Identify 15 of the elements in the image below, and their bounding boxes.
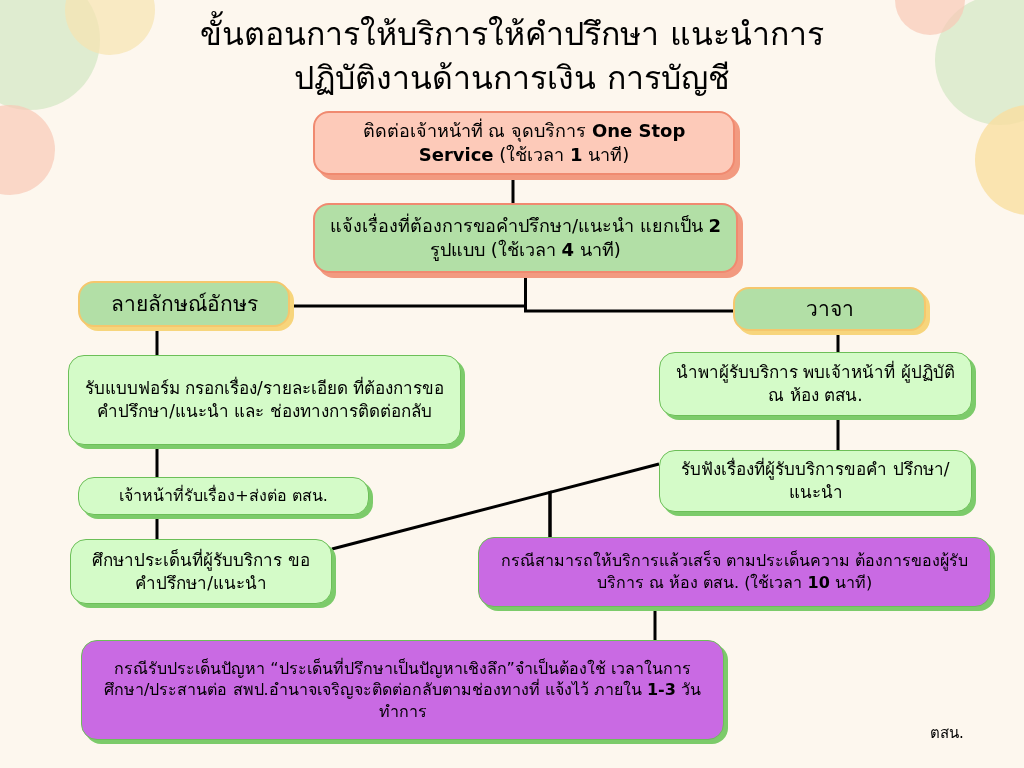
box-text: นำพาผู้รับบริการ พบเจ้าหน้าที่ ผู้ปฏิบัติ ณ ห้อง ตสน. bbox=[675, 361, 956, 407]
box-text: ศึกษาประเด็นที่ผู้รับบริการ ขอคำปรึกษา/แนะนำ bbox=[91, 548, 311, 595]
box-text: วาจา bbox=[805, 295, 854, 323]
box-text: กรณีสามารถให้บริการแล้วเสร็จ ตามประเด็นความ ต้องการของผู้รับบริการ ณ ห้อง ตสน. (ใช้เวลา 10 นาที) bbox=[499, 550, 970, 594]
footer-note: ตสน. bbox=[930, 723, 964, 744]
title: ขั้นตอนการให้บริการให้คำปรึกษา แนะนำการ ปฏิบัติงานด้านการเงิน การบัญชี bbox=[177, 12, 847, 100]
box-text: รับแบบฟอร์ม กรอกเรื่อง/รายละเอียด ที่ต้องการขอคำปรึกษา/แนะนำ และ ช่องทางการติดต่อกลับ bbox=[83, 377, 446, 423]
box-text: แจ้งเรื่องที่ต้องการขอคำปรึกษา/แนะนำ แยกเป็น 2 รูปแบบ (ใช้เวลา 4 นาที) bbox=[328, 213, 722, 263]
box-text: รับฟังเรื่องที่ผู้รับบริการขอคำ ปรึกษา/แนะนำ bbox=[680, 458, 951, 504]
box-text: เจ้าหน้าที่รับเรื่อง+ส่งต่อ ตสน. bbox=[119, 485, 328, 507]
box-text: ติดต่อเจ้าหน้าที่ ณ จุดบริการ One Stop Service (ใช้เวลา 1 นาที) bbox=[361, 118, 687, 167]
connector-line bbox=[548, 462, 660, 537]
box-text: กรณีรับประเด็นปัญหา “ประเด็นที่ปรึกษาเป็นปัญหาเชิงลึก”จำเป็นต้องใช้ เวลาในการศึกษา/ประสานต่อ สพป.อำนาจเจริญจะติดต่อกลับตามช่องทางที่ แจ้งไว้ ภายใน 1-3 วันทำการ bbox=[103, 657, 702, 723]
connector-line bbox=[331, 490, 552, 551]
box-text: ลายลักษณ์อักษร bbox=[110, 290, 258, 318]
